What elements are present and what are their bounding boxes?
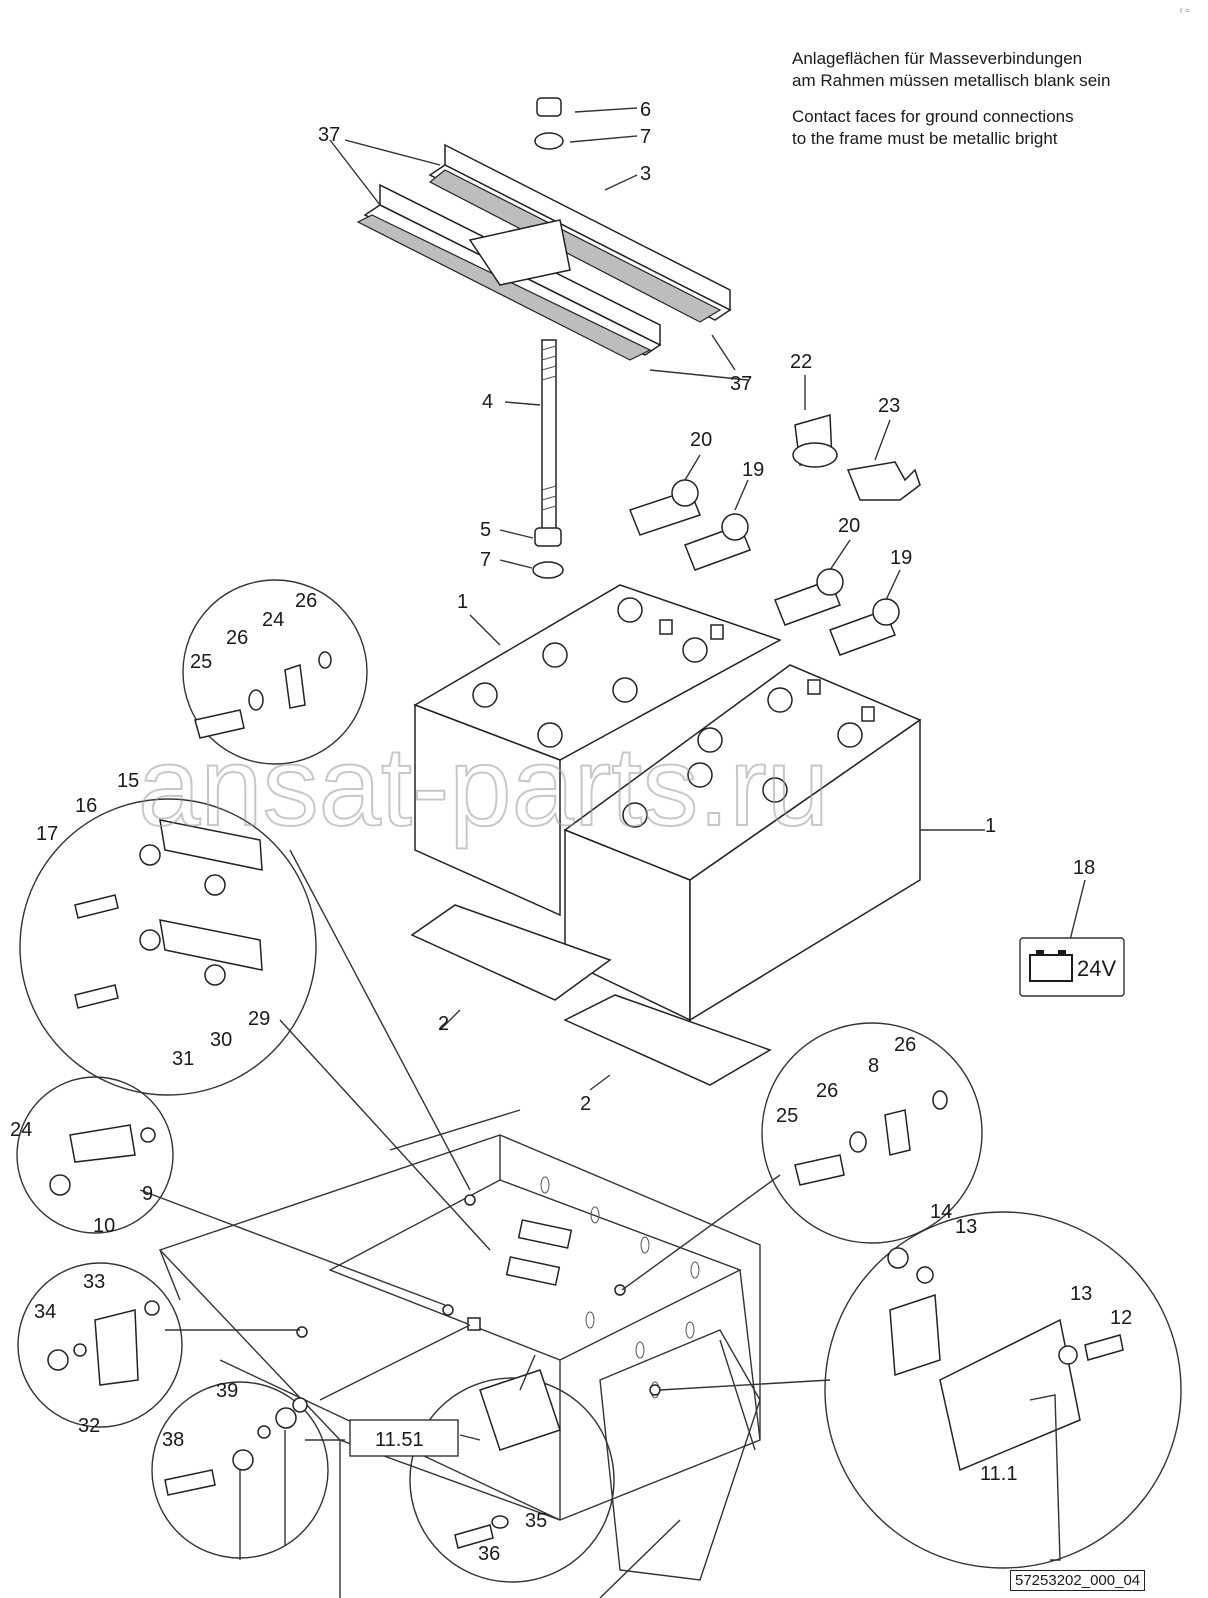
note-english: Contact faces for ground connections to …	[792, 106, 1074, 150]
callout-numbers: 1 1 2 2 3 4 5 6 7 7 8 9 10 12 13 13 14 1…	[10, 99, 1132, 1565]
callout-9: 9	[142, 1183, 153, 1205]
callout-23: 23	[878, 395, 900, 417]
callout-39: 39	[216, 1380, 238, 1402]
callout-38: 38	[162, 1429, 184, 1451]
callout-35: 35	[525, 1510, 547, 1532]
callout-30: 30	[210, 1029, 232, 1051]
battery-voltage-symbol: 24V	[1019, 937, 1125, 997]
callout-15: 15	[117, 770, 139, 792]
callout-25: 25	[190, 651, 212, 673]
battery-terminals	[629, 414, 921, 656]
vehicle-frame	[158, 1109, 761, 1598]
callout-37: 37	[318, 124, 340, 146]
callout-24: 24	[10, 1119, 32, 1141]
callout-4: 4	[482, 391, 493, 413]
note-line: am Rahmen müssen metallisch blank sein	[792, 71, 1111, 90]
leader-lines	[139, 107, 1086, 1441]
callout-1: 1	[985, 815, 996, 837]
callout-26: 26	[295, 590, 317, 612]
callout-17: 17	[36, 823, 58, 845]
callout-26: 26	[816, 1080, 838, 1102]
battery-rear	[413, 584, 782, 917]
note-line: Contact faces for ground connections	[792, 107, 1074, 126]
callout-7: 7	[480, 549, 491, 571]
callout-10: 10	[93, 1215, 115, 1237]
callout-2: 2	[438, 1013, 449, 1035]
callout-34: 34	[34, 1301, 56, 1323]
hold-down-bracket	[356, 97, 732, 579]
callout-26: 26	[894, 1034, 916, 1056]
drawing-number: 57253202_000_04	[1010, 1570, 1146, 1591]
callout-1: 1	[457, 591, 468, 613]
callout-31: 31	[172, 1048, 194, 1070]
callout-6: 6	[640, 99, 651, 121]
callout-13: 13	[955, 1216, 977, 1238]
callout-13: 13	[1070, 1283, 1092, 1305]
callout-22: 22	[790, 351, 812, 373]
battery-front	[563, 664, 922, 1022]
reference-label: 11.1	[980, 1463, 1017, 1485]
callout-3: 3	[640, 163, 651, 185]
battery-mats	[410, 904, 772, 1086]
callout-14: 14	[930, 1201, 952, 1223]
watermark: ansat-parts.ru	[138, 724, 829, 849]
callout-33: 33	[83, 1271, 105, 1293]
reference-11-51: 11.51	[349, 1419, 459, 1457]
callout-37: 37	[730, 373, 752, 395]
note-german: Anlageflächen für Masseverbindungen am R…	[792, 48, 1110, 92]
callout-8: 8	[868, 1055, 879, 1077]
note-line: Anlageflächen für Masseverbindungen	[792, 49, 1083, 68]
callout-24: 24	[262, 609, 284, 631]
callout-2: 2	[580, 1093, 591, 1115]
callout-19: 19	[742, 459, 764, 481]
detail-contents	[47, 651, 1124, 1561]
callout-19: 19	[890, 547, 912, 569]
callout-36: 36	[478, 1543, 500, 1565]
battery-voltage-label: 24V	[1077, 956, 1116, 981]
callout-16: 16	[75, 795, 97, 817]
reference-label: 11.51	[375, 1429, 424, 1451]
note-line: to the frame must be metallic bright	[792, 129, 1058, 148]
callout-26: 26	[226, 627, 248, 649]
callout-12: 12	[1110, 1307, 1132, 1329]
callout-25: 25	[776, 1105, 798, 1127]
callout-29: 29	[248, 1008, 270, 1030]
corner-mark: r =	[1180, 6, 1190, 15]
callout-20: 20	[838, 515, 860, 537]
callout-18: 18	[1073, 857, 1095, 879]
callout-20: 20	[690, 429, 712, 451]
callout-32: 32	[78, 1415, 100, 1437]
callout-5: 5	[480, 519, 491, 541]
callout-7: 7	[640, 126, 651, 148]
